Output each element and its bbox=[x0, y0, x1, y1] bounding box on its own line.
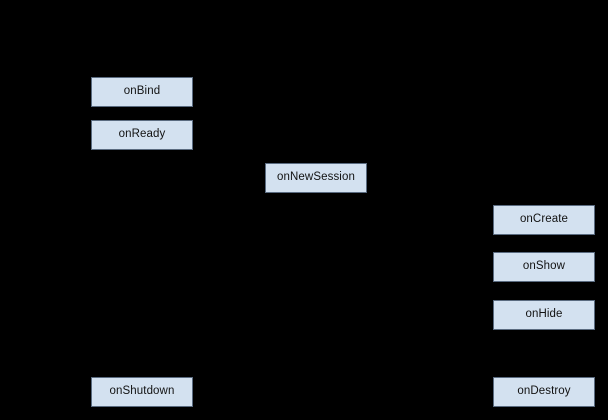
node-label: onCreate bbox=[519, 213, 569, 226]
node-label: onBind bbox=[123, 85, 161, 98]
node-on-hide[interactable]: onHide bbox=[493, 300, 595, 330]
node-label: onShow bbox=[522, 260, 566, 273]
node-on-new-session[interactable]: onNewSession bbox=[265, 163, 367, 193]
node-on-ready[interactable]: onReady bbox=[91, 120, 193, 150]
node-label: onHide bbox=[525, 308, 563, 321]
node-label: onDestroy bbox=[517, 385, 571, 398]
node-on-show[interactable]: onShow bbox=[493, 252, 595, 282]
node-label: onNewSession bbox=[277, 171, 355, 184]
node-on-shutdown[interactable]: onShutdown bbox=[91, 377, 193, 407]
node-on-bind[interactable]: onBind bbox=[91, 77, 193, 107]
node-on-create[interactable]: onCreate bbox=[493, 205, 595, 235]
node-on-destroy[interactable]: onDestroy bbox=[493, 377, 595, 407]
node-label: onShutdown bbox=[109, 385, 175, 398]
node-label: onReady bbox=[118, 128, 166, 141]
